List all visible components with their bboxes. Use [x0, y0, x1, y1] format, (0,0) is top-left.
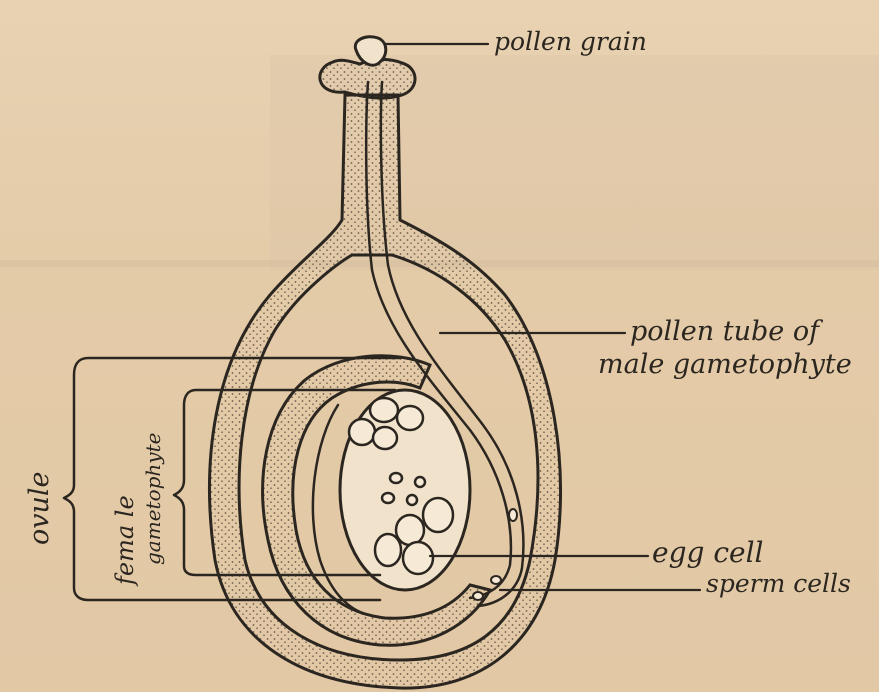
pollen-tube-label-line1: pollen tube of [630, 316, 823, 347]
pollen-tube-label-line2: male gametophyte [598, 349, 852, 380]
egg-cell-label: egg cell [652, 536, 763, 569]
pollen-grain-label: pollen grain [494, 27, 647, 56]
female-gametophyte-label-line1: fema le [111, 495, 139, 587]
female-gametophyte-label-line2: gametophyte [141, 433, 165, 565]
ovule-label: ovule [24, 471, 55, 545]
sperm-cells-label: sperm cells [706, 569, 851, 598]
